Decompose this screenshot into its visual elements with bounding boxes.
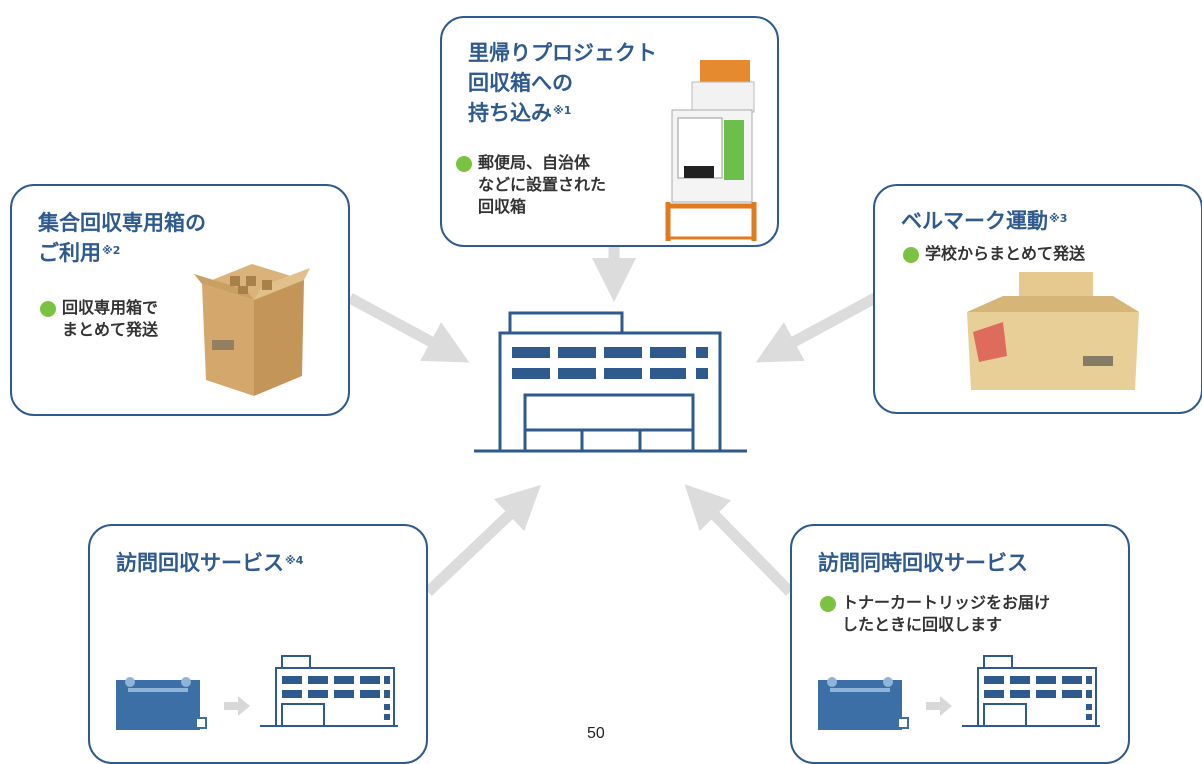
top-bullet-line-3: 回収箱 <box>478 197 527 216</box>
bottom-right-bullet-line-2: したときに回収します <box>842 615 1003 634</box>
left-bullet-line-1: 回収専用箱で <box>62 298 159 317</box>
bottom-right-bullet-dot <box>820 596 836 612</box>
bottom-left-title: 訪問回収サービス※4 <box>116 551 304 575</box>
arrow-right-icon <box>926 696 952 716</box>
bottom-right-bullet-line-1: トナーカートリッジをお届け <box>842 593 1051 612</box>
top-title-line-3: 持ち込み※1 <box>468 101 572 125</box>
cardboard-box-icon <box>194 264 310 396</box>
left-bullet: 回収専用箱で まとめて発送 <box>62 297 158 341</box>
right-bullet-dot <box>903 247 919 263</box>
bottom-right-title: 訪問同時回収サービス <box>818 551 1028 575</box>
top-bullet-line-2: などに設置された <box>478 175 607 194</box>
top-bullet: 郵便局、自治体 などに設置された 回収箱 <box>478 152 606 218</box>
collection-box-icon <box>665 60 757 241</box>
right-method-card: ベルマーク運動※3 学校からまとめて発送 <box>873 184 1202 414</box>
right-title: ベルマーク運動※3 <box>901 209 1068 233</box>
bottom-right-bullet: トナーカートリッジをお届け したときに回収します <box>842 592 1050 636</box>
bottom-left-method-card: 訪問回収サービス※4 <box>88 524 428 764</box>
top-bullet-dot <box>456 156 472 172</box>
bottom-left-note: ※4 <box>285 554 304 567</box>
truck-icon <box>818 677 909 730</box>
arrow-bottom-left <box>424 484 541 596</box>
left-title-line-1: 集合回収専用箱の <box>38 211 206 235</box>
top-bullet-line-1: 郵便局、自治体 <box>478 153 591 172</box>
building-icon <box>260 655 398 727</box>
right-bullet: 学校からまとめて発送 <box>925 244 1086 263</box>
left-bullet-line-2: まとめて発送 <box>62 320 159 339</box>
arrow-right-icon <box>224 696 250 716</box>
top-method-card: 里帰りプロジェクト 回収箱への 持ち込み※1 郵便局、自治体 などに設置された … <box>440 16 779 247</box>
arrow-right <box>755 293 878 363</box>
top-title-line-2: 回収箱への <box>468 71 573 95</box>
top-title: 里帰りプロジェクト 回収箱への 持ち込み※1 <box>468 38 657 128</box>
truck-icon <box>116 677 207 730</box>
left-note: ※2 <box>102 244 121 257</box>
left-title-line-2: ご利用※2 <box>38 241 121 265</box>
page-number: 50 <box>587 725 605 742</box>
left-title: 集合回収専用箱の ご利用※2 <box>38 208 206 268</box>
right-note: ※3 <box>1049 212 1068 225</box>
cardboard-box-icon <box>967 272 1139 390</box>
top-note: ※1 <box>553 104 572 117</box>
left-bullet-dot <box>40 301 56 317</box>
left-method-card: 集合回収専用箱の ご利用※2 回収専用箱で まとめて発送 <box>10 184 350 416</box>
top-title-line-1: 里帰りプロジェクト <box>468 41 657 65</box>
bottom-right-method-card: 訪問同時回収サービス トナーカートリッジをお届け したときに回収します <box>790 524 1130 764</box>
arrow-left <box>347 293 470 363</box>
building-icon <box>962 655 1100 727</box>
arrow-bottom-right <box>684 484 794 596</box>
